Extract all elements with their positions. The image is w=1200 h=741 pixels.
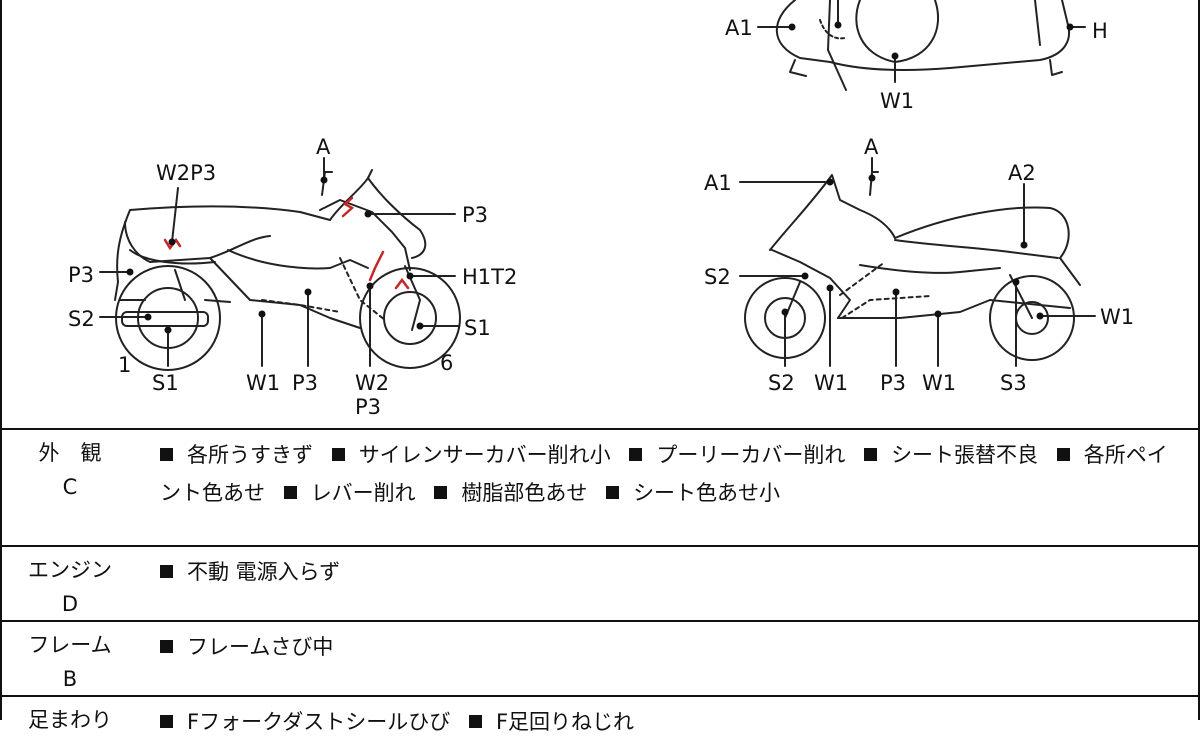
- bullet-square-icon: [864, 448, 878, 461]
- note-item: 各所ペイント色あせ: [160, 443, 1168, 505]
- label-left-h1t2: H1T2: [462, 265, 517, 289]
- notes-suspension: Fフォークダストシールひび F足回りねじれ: [160, 703, 1180, 741]
- label-right-w1-mid: W1: [922, 371, 956, 395]
- top-view-scooter: [775, 0, 1070, 91]
- note-item: サイレンサーカバー削れ小: [358, 443, 611, 467]
- category-grade: D: [61, 592, 79, 616]
- label-left-6: 6: [440, 351, 453, 375]
- category-name: 外 観: [38, 441, 102, 465]
- note-item: シート色あせ小: [633, 481, 781, 505]
- label-right-w1-front: W1: [814, 371, 848, 395]
- scooter-diagram-svg: A1 H W1 A W2P3 P3 H1T2 P3 S2 S1 1 S1 W1 …: [68, 0, 1134, 419]
- category-grade: C: [62, 475, 78, 499]
- label-right-w1-rear: W1: [1100, 305, 1134, 329]
- row-engine: エンジン D 不動 電源入らず: [0, 545, 1200, 620]
- leader-dots: [126, 21, 1074, 334]
- label-left-w1: W1: [246, 371, 280, 395]
- left-view-scooter: [114, 169, 461, 371]
- label-right-s3: S3: [1000, 371, 1027, 395]
- note-item: Fフォークダストシールひび: [187, 710, 451, 734]
- bullet-square-icon: [160, 715, 173, 728]
- label-left-w2: W2: [355, 371, 389, 395]
- bullet-square-icon: [160, 640, 173, 653]
- label-left-p3-under-w2: P3: [355, 395, 381, 419]
- row-suspension: 足まわり Fフォークダストシールひび F足回りねじれ: [0, 695, 1200, 734]
- bullet-square-icon: [160, 448, 173, 461]
- label-right-a2: A2: [1008, 161, 1036, 185]
- notes-frame: フレームさび中: [160, 628, 1180, 666]
- category-cell-exterior: 外 観 C: [0, 430, 140, 499]
- label-right-a1: A1: [704, 171, 732, 195]
- category-name: 足まわり: [28, 708, 112, 732]
- note-item: レバー削れ: [310, 481, 416, 505]
- category-name: エンジン: [28, 558, 112, 582]
- label-right-a: A: [864, 135, 879, 159]
- notes-exterior: 各所うすきず サイレンサーカバー削れ小 プーリーカバー削れ シート張替不良 各所…: [160, 436, 1180, 512]
- label-top-w1: W1: [880, 89, 914, 113]
- label-right-s2-side: S2: [704, 265, 731, 289]
- right-view-scooter: [744, 171, 1081, 361]
- note-item: F足回りねじれ: [495, 710, 635, 734]
- frame-left-border: [0, 0, 2, 720]
- bullet-square-icon: [160, 565, 173, 578]
- bullet-square-icon: [629, 448, 643, 461]
- label-top-a1: A1: [725, 16, 753, 40]
- category-name: フレーム: [28, 633, 112, 657]
- bullet-square-icon: [434, 486, 448, 499]
- category-cell-engine: エンジン D: [0, 547, 140, 616]
- note-item: フレームさび中: [187, 635, 334, 659]
- note-item: プーリーカバー削れ: [656, 443, 846, 467]
- label-left-p3-rear: P3: [68, 263, 94, 287]
- label-left-p3-front: P3: [462, 203, 488, 227]
- notes-engine: 不動 電源入らず: [160, 553, 1180, 591]
- label-right-s2-bottom: S2: [768, 371, 795, 395]
- scooter-condition-diagram: A1 H W1 A W2P3 P3 H1T2 P3 S2 S1 1 S1 W1 …: [68, 0, 1134, 419]
- frame-right-border: [1198, 0, 1200, 720]
- row-frame: フレーム B フレームさび中: [0, 620, 1200, 695]
- bullet-square-icon: [331, 448, 345, 461]
- label-top-h: H: [1092, 19, 1108, 43]
- bullet-square-icon: [468, 715, 482, 728]
- category-grade: B: [62, 667, 78, 691]
- label-left-1: 1: [118, 353, 131, 377]
- note-item: 不動 電源入らず: [187, 560, 341, 584]
- label-left-w2p3: W2P3: [156, 161, 216, 185]
- inspection-sheet: [0, 0, 1200, 720]
- row-exterior: 外 観 C 各所うすきず サイレンサーカバー削れ小 プーリーカバー削れ シート張…: [0, 428, 1200, 545]
- label-left-s1-rear: S1: [152, 371, 179, 395]
- label-left-p3-bottom: P3: [292, 371, 318, 395]
- bullet-square-icon: [606, 486, 620, 499]
- label-right-p3: P3: [880, 371, 906, 395]
- note-item: 樹脂部色あせ: [461, 481, 588, 505]
- label-left-a: A: [316, 135, 331, 159]
- note-item: シート張替不良: [891, 443, 1039, 467]
- label-left-s1-front: S1: [464, 316, 491, 340]
- category-cell-suspension: 足まわり: [0, 697, 140, 732]
- label-left-s2: S2: [68, 307, 95, 331]
- category-cell-frame: フレーム B: [0, 622, 140, 691]
- bullet-square-icon: [1056, 448, 1070, 461]
- note-item: 各所うすきず: [187, 443, 313, 467]
- bullet-square-icon: [283, 486, 297, 499]
